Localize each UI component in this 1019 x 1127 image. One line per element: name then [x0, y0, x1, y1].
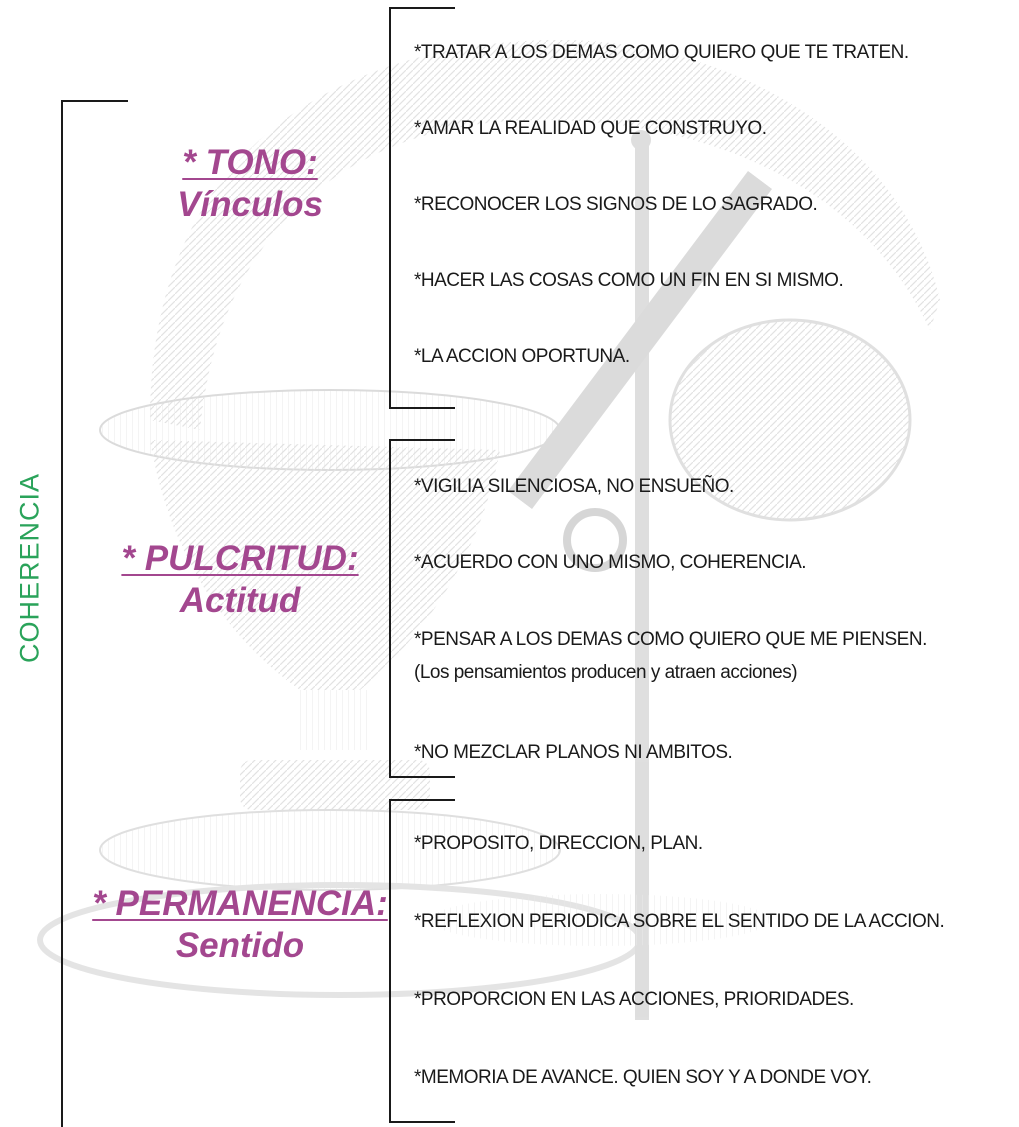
group-2-item: *NO MEZCLAR PLANOS NI AMBITOS.: [414, 742, 733, 763]
group-2-item-main: *PENSAR A LOS DEMAS COMO QUIERO QUE ME P…: [414, 629, 927, 650]
group-2-item: *VIGILIA SILENCIOSA, NO ENSUEÑO.: [414, 476, 734, 497]
group-3-subheading: Sentido: [175, 926, 305, 965]
group-2-heading: * PULCRITUD:: [121, 539, 359, 578]
root-bracket-vertical: [61, 100, 63, 1127]
root-bracket-top: [61, 100, 128, 102]
group-3-item: *PROPOSITO, DIRECCION, PLAN.: [414, 833, 703, 854]
group-3-title: * PERMANENCIA: Sentido: [80, 883, 400, 967]
group-1-item: *AMAR LA REALIDAD QUE CONSTRUYO.: [414, 118, 767, 139]
group-1-bracket-vertical: [389, 7, 391, 409]
group-3-item: *REFLEXION PERIODICA SOBRE EL SENTIDO DE…: [414, 911, 945, 932]
group-2-bracket-top: [389, 439, 455, 441]
group-2-item: *PENSAR A LOS DEMAS COMO QUIERO QUE ME P…: [414, 623, 927, 689]
group-1-subheading: Vínculos: [177, 185, 323, 224]
group-1-item: *TRATAR A LOS DEMAS COMO QUIERO QUE TE T…: [414, 42, 909, 63]
group-2-bracket-bottom: [389, 776, 455, 778]
group-3-bracket-vertical: [389, 799, 391, 1123]
group-1-title: * TONO: Vínculos: [150, 142, 350, 226]
group-2-title: * PULCRITUD: Actitud: [95, 538, 385, 622]
group-1-item: *RECONOCER LOS SIGNOS DE LO SAGRADO.: [414, 194, 818, 215]
group-2-subheading: Actitud: [179, 581, 301, 620]
group-3-bracket-bottom: [389, 1121, 455, 1123]
group-3-item: *PROPORCION EN LAS ACCIONES, PRIORIDADES…: [414, 989, 854, 1010]
group-1-heading: * TONO:: [182, 143, 318, 182]
group-1-bracket-top: [389, 7, 455, 9]
group-3-heading: * PERMANENCIA:: [92, 884, 388, 923]
group-3-bracket-top: [389, 799, 455, 801]
root-label: COHERENCIA: [14, 472, 45, 664]
group-2-item: *ACUERDO CON UNO MISMO, COHERENCIA.: [414, 552, 807, 573]
group-2-bracket-vertical: [389, 439, 391, 778]
group-1-bracket-bottom: [389, 407, 455, 409]
group-1-item: *HACER LAS COSAS COMO UN FIN EN SI MISMO…: [414, 270, 844, 291]
group-1-item: *LA ACCION OPORTUNA.: [414, 346, 630, 367]
group-2-item-note: (Los pensamientos producen y atraen acci…: [414, 662, 798, 683]
group-3-item: *MEMORIA DE AVANCE. QUIEN SOY Y A DONDE …: [414, 1067, 872, 1088]
